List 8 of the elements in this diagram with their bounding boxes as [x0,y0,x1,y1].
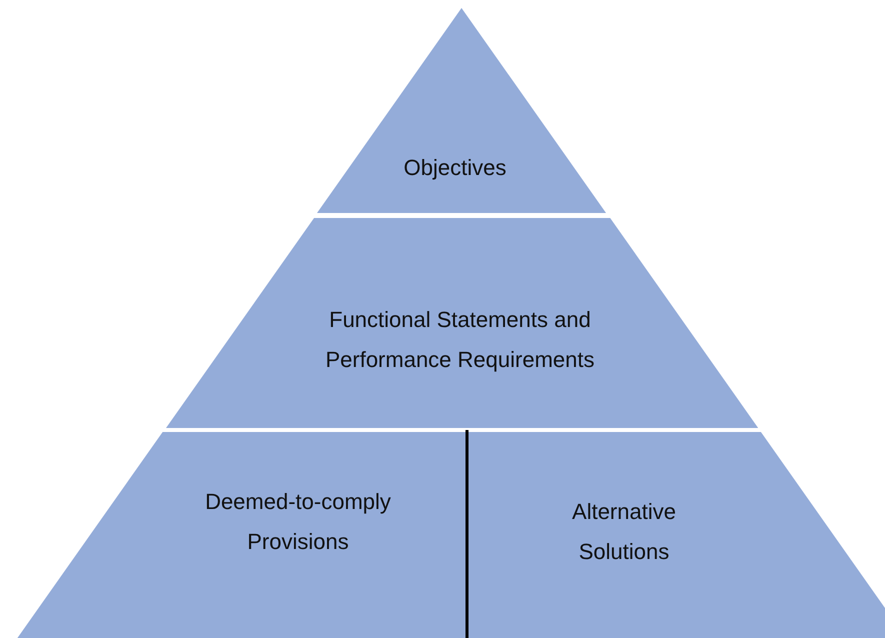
pyramid-tier [467,432,885,638]
tier-label: Deemed-to-comply Provisions [204,488,392,556]
pyramid-tier [16,432,467,638]
pyramid-tier [166,218,758,428]
pyramid-tier [317,8,607,213]
tier-label: Functional Statements and Performance Requirements [324,306,596,374]
tier-label: Objectives [402,154,508,182]
tier-label: Alternative Solutions [571,498,677,566]
